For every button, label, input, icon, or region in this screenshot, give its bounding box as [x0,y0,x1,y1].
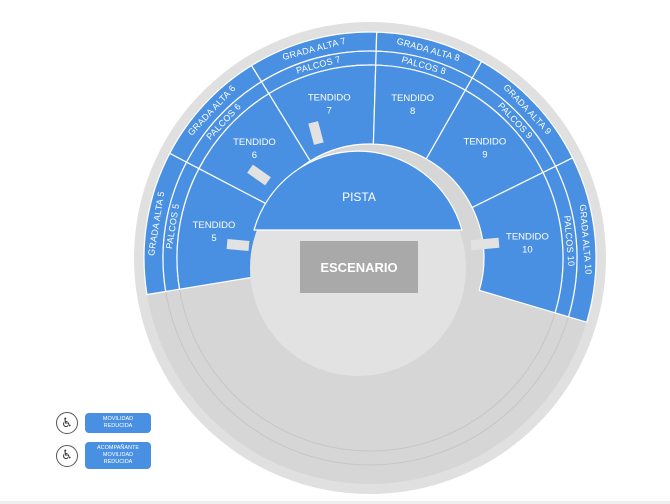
tendido-7-label: TENDIDO [308,92,351,103]
legend-item-movilidad-reducida: ♿ MOVILIDAD REDUCIDA [56,412,151,434]
bottom-bar [0,501,670,504]
tendido-8-number: 8 [410,106,415,117]
access-ramp [226,239,250,251]
section-pista[interactable] [253,150,463,231]
tendido-10-number: 10 [522,245,533,256]
wheelchair-icon: ♿ [56,444,78,467]
legend-label-movilidad-reducida: MOVILIDAD REDUCIDA [85,413,151,433]
tendido-9-label: TENDIDO [464,137,507,148]
legend-label-acompanante: ACOMPAÑANTE MOVILIDAD REDUCIDA [85,442,151,469]
tendido-10-label: TENDIDO [506,232,549,243]
tendido-5-label: TENDIDO [193,220,236,231]
tendido-7-number: 7 [327,105,332,116]
tendido-6-number: 6 [252,150,257,161]
access-ramp [308,121,324,145]
tendido-9-number: 9 [482,150,487,161]
palcos-10-label: PALCOS 10 [562,215,576,267]
legend-item-acompanante: ♿ ACOMPAÑANTE MOVILIDAD REDUCIDA [56,442,151,469]
stage-block [300,241,418,293]
wheelchair-icon: ♿ [56,412,78,434]
access-ramp [470,237,500,251]
access-ramp [247,164,271,186]
tendido-5-number: 5 [211,233,216,244]
stage-label: ESCENARIO [320,260,397,275]
pista-label: PISTA [342,190,376,204]
tendido-8-label: TENDIDO [391,93,434,104]
tendido-6-label: TENDIDO [233,137,276,148]
section-tendido-10[interactable] [471,171,564,314]
